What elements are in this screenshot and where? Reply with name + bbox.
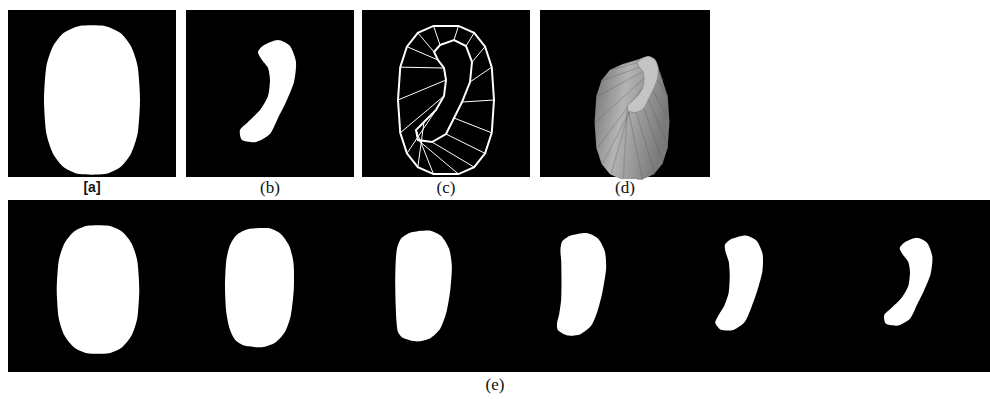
inner-contour: [240, 40, 296, 142]
surface-texture: [636, 112, 655, 174]
intermediate-contour: [715, 235, 763, 330]
correspondence-line: [407, 47, 438, 60]
surface-texture: [658, 68, 664, 80]
intermediate-contour: [557, 233, 606, 336]
correspondence-line: [472, 47, 485, 62]
surface-texture: [644, 108, 664, 164]
surface-texture: [648, 99, 668, 147]
surface-texture: [598, 72, 643, 97]
panel-e: [8, 200, 990, 372]
correspondence-line: [400, 96, 444, 133]
panel-label: (b): [258, 179, 282, 198]
intermediate-contour: [57, 225, 140, 354]
surface-texture: [597, 87, 643, 148]
panel-c: [362, 10, 530, 177]
panel-label: [a]: [81, 180, 102, 195]
surface-texture: [611, 101, 631, 174]
correspondence-line: [418, 33, 434, 52]
correspondence-line: [418, 140, 458, 174]
correspondence-line: [470, 67, 492, 82]
surface-texture: [629, 111, 643, 180]
correspondence-line: [432, 142, 474, 167]
panel-b: [186, 10, 354, 177]
surface-texture: [648, 99, 668, 147]
surface-texture: [629, 111, 643, 180]
surface-texture: [597, 72, 643, 97]
correspondence-line: [398, 80, 446, 100]
correspondence-line: [454, 26, 458, 40]
intermediate-contour: [884, 238, 932, 326]
correspondence-line: [454, 118, 492, 133]
correspondence-line: [400, 67, 444, 69]
panel-label: (e): [484, 376, 507, 395]
top-face: [627, 56, 658, 112]
outer-outline: [398, 26, 494, 174]
panel-label: (c): [435, 179, 458, 198]
panel-a: [8, 10, 176, 177]
correspondence-line: [462, 100, 494, 102]
surface-texture: [603, 67, 639, 80]
surface-texture: [602, 67, 639, 80]
intermediate-contour: [395, 230, 452, 341]
surface-texture: [657, 79, 669, 96]
panel-label: (d): [613, 179, 637, 198]
intermediate-contour: [225, 228, 294, 347]
surface-texture: [658, 68, 663, 80]
correspondence-line: [407, 110, 436, 153]
correspondence-line: [434, 26, 440, 45]
outer-contour: [44, 25, 140, 174]
surface-texture: [657, 79, 668, 96]
lofted-surface: [595, 56, 670, 180]
surface-texture: [611, 101, 632, 174]
correspondence-line: [466, 33, 474, 46]
surface-texture: [598, 87, 643, 148]
surface-texture: [653, 90, 671, 122]
surface-texture: [644, 108, 663, 164]
correspondence-line: [446, 134, 485, 153]
